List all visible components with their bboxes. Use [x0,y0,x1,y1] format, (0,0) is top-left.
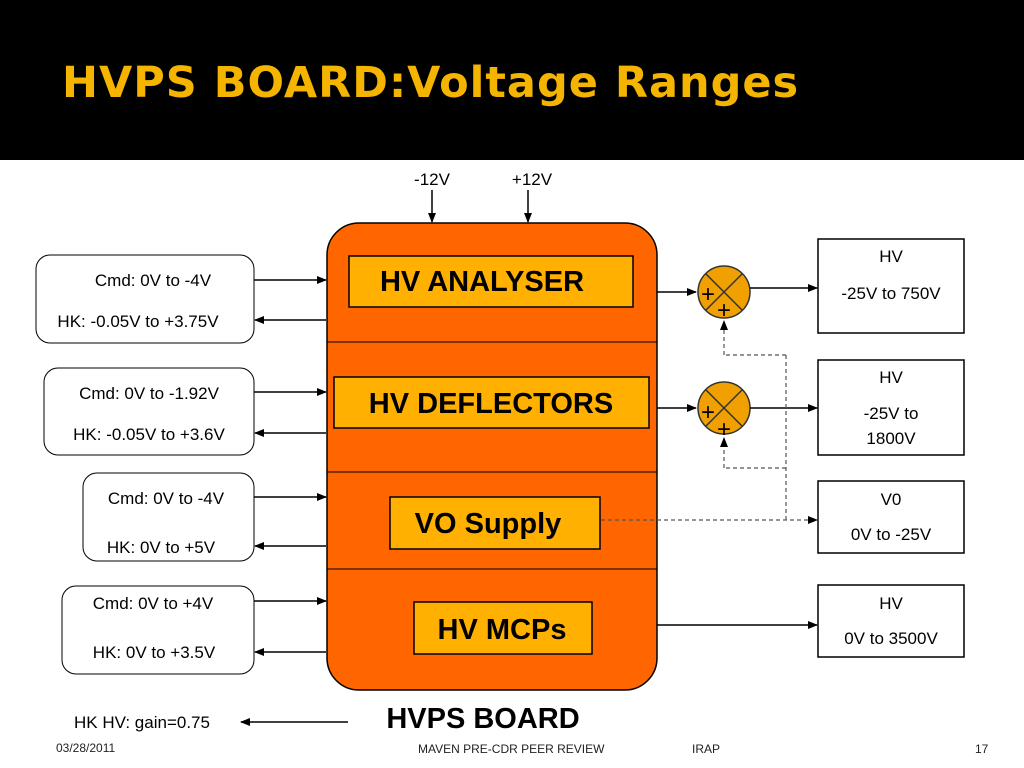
output-box-2 [817,359,965,456]
output-4-range: 0V to 3500V [844,629,938,648]
input-box-1 [35,254,255,344]
output-3-name: V0 [881,490,902,509]
board-label: HVPS BOARD [386,703,579,735]
footer-date: 03/28/2011 [56,741,116,755]
title-bar [0,0,1024,160]
plus-sign: + [701,281,715,308]
input-2-hk: HK: -0.05V to +3.6V [73,425,225,444]
vo-feed-dashed [601,320,818,524]
summing-junction-1: + + [697,265,751,324]
module-hv-mcps-label: HV MCPs [438,614,567,646]
input-1-hk: HK: -0.05V to +3.75V [57,312,219,331]
input-box-2 [43,367,255,456]
output-4-name: HV [879,594,903,613]
output-2-range: -25V to [864,404,919,423]
module-vo-supply [389,496,601,550]
module-hv-mcps [413,601,593,655]
output-box-3 [817,480,965,554]
output-box-1 [817,238,965,334]
input-4-cmd: Cmd: 0V to +4V [93,594,214,613]
plus-sign: + [717,416,731,443]
input-box-4 [61,585,255,675]
module-hv-analyser-label: HV ANALYSER [380,266,584,298]
footer-page-number: 17 [975,742,989,756]
output-box-4 [817,584,965,658]
module-hv-deflectors-label: HV DEFLECTORS [369,388,613,420]
hk-hv-label: HK HV: gain=0.75 [74,713,210,732]
module-vo-supply-label: VO Supply [415,508,562,540]
input-2-cmd: Cmd: 0V to -1.92V [79,384,220,403]
plus-sign: + [717,297,731,324]
output-2-name: HV [879,368,903,387]
input-box-3 [82,472,255,562]
hvps-board [326,222,658,691]
output-1-range: -25V to 750V [841,284,941,303]
footer-org: IRAP [692,742,721,756]
plus-sign: + [701,399,715,426]
supply-neg-label: -12V [414,170,451,189]
output-1-name: HV [879,247,903,266]
module-hv-analyser [348,255,634,308]
supply-pos-label: +12V [512,170,553,189]
footer-event: MAVEN PRE-CDR PEER REVIEW [418,742,605,756]
summing-junction-2: + + [697,381,751,443]
input-4-hk: HK: 0V to +3.5V [93,643,216,662]
output-3-range: 0V to -25V [851,525,932,544]
module-hv-deflectors [333,376,650,429]
input-3-hk: HK: 0V to +5V [107,538,216,557]
input-1-cmd: Cmd: 0V to -4V [95,271,212,290]
input-3-cmd: Cmd: 0V to -4V [108,489,225,508]
output-2-range-cont: 1800V [866,429,916,448]
slide-title: HVPS BOARD:Voltage Ranges [62,58,800,108]
